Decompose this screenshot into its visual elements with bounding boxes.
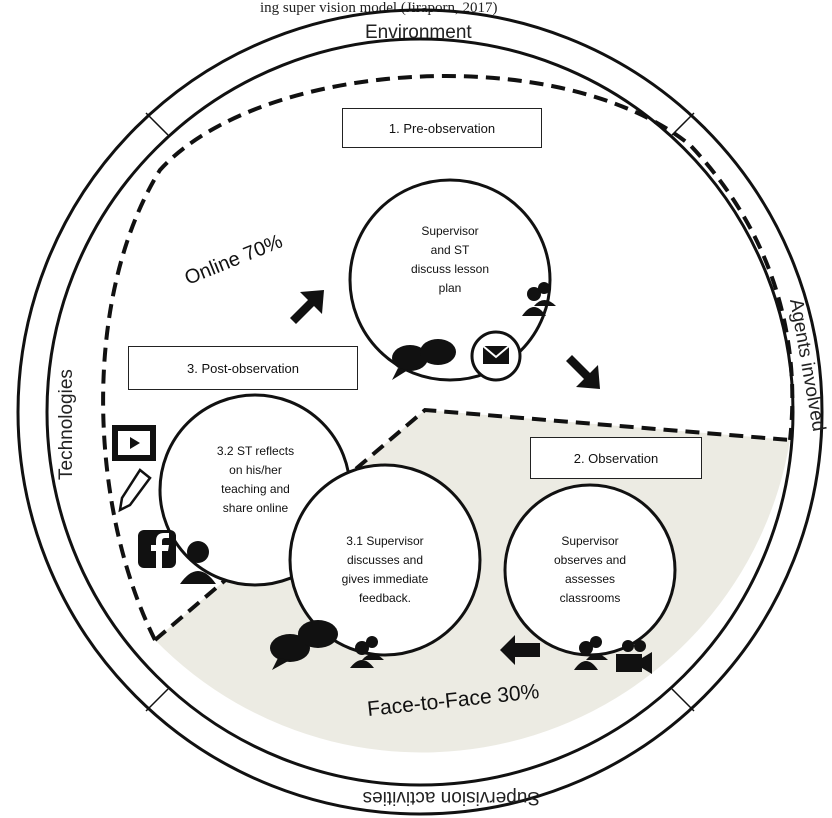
stage-observation-label: 2. Observation: [573, 450, 659, 466]
people-icon-top: [522, 282, 556, 316]
bubble-line: and ST: [430, 243, 470, 257]
bubble-discuss-plan: [348, 178, 552, 382]
people-icon-observe: [574, 636, 608, 670]
pencil-icon: [118, 468, 152, 513]
chat-bubbles-icon-bottom: [270, 620, 338, 670]
bubble-line: classrooms: [559, 591, 621, 605]
bubble-supervisor-feedback: [288, 463, 482, 657]
stage-observation: 2. Observation: [530, 437, 702, 479]
envelope-icon: [470, 330, 522, 382]
ring-label-supervision-activities: Supervision activities: [363, 787, 540, 808]
online-label: Online 70%: [182, 230, 286, 289]
arrow-to-feedback-icon: [500, 635, 540, 665]
bubble-line: gives immediate: [341, 572, 429, 586]
chat-bubbles-icon-top: [392, 339, 456, 380]
bubble-line: plan: [438, 281, 462, 295]
stage-pre-observation: 1. Pre-observation: [342, 108, 542, 148]
ring-dividers: [145, 112, 695, 712]
bubble-supervisor-observes: [503, 483, 677, 657]
people-icon-feedback: [350, 636, 384, 668]
bubble-line: assesses: [564, 572, 615, 586]
arrow-to-pre-observation-icon: [290, 290, 324, 324]
outer-ring: [16, 8, 824, 816]
bubble-line: feedback.: [358, 591, 412, 605]
bubble-supervisor-feedback-text: 3.1 Supervisor discusses and gives immed…: [320, 520, 450, 620]
bubble-line: discusses and: [346, 553, 424, 567]
bubble-line: observes and: [553, 553, 627, 567]
bubble-st-reflects-text: 3.2 ST reflects on his/her teaching and …: [188, 420, 323, 540]
stage-post-observation-label: 3. Post-observation: [186, 360, 299, 376]
bubble-line: 3.1 Supervisor: [346, 534, 424, 548]
bubble-line: Supervisor: [561, 534, 619, 548]
bubble-line: discuss lesson: [410, 262, 490, 276]
figure-caption-fragment: ing super vision model (Jiraporn, 2017): [260, 0, 498, 16]
online-boundary: [101, 74, 795, 641]
arrow-to-observation-icon: [566, 355, 600, 389]
bubble-line: share online: [222, 501, 289, 515]
bubble-line: 3.2 ST reflects: [216, 444, 295, 458]
person-icon-left: [180, 541, 216, 584]
stage-pre-observation-label: 1. Pre-observation: [388, 120, 496, 136]
stage-post-observation: 3. Post-observation: [128, 346, 358, 390]
bubble-discuss-plan-text: Supervisor and ST discuss lesson plan: [385, 205, 515, 315]
ring-label-environment: Environment: [365, 22, 472, 43]
bubble-line: teaching and: [221, 482, 290, 496]
video-camera-icon: [616, 640, 652, 674]
bubble-supervisor-observes-text: Supervisor observes and assesses classro…: [530, 515, 650, 625]
facebook-icon: [138, 530, 176, 568]
video-film-icon: [112, 425, 156, 461]
ring-label-technologies: Technologies: [56, 369, 77, 480]
bubble-line: Supervisor: [421, 224, 479, 238]
bubble-line: on his/her: [229, 463, 282, 477]
